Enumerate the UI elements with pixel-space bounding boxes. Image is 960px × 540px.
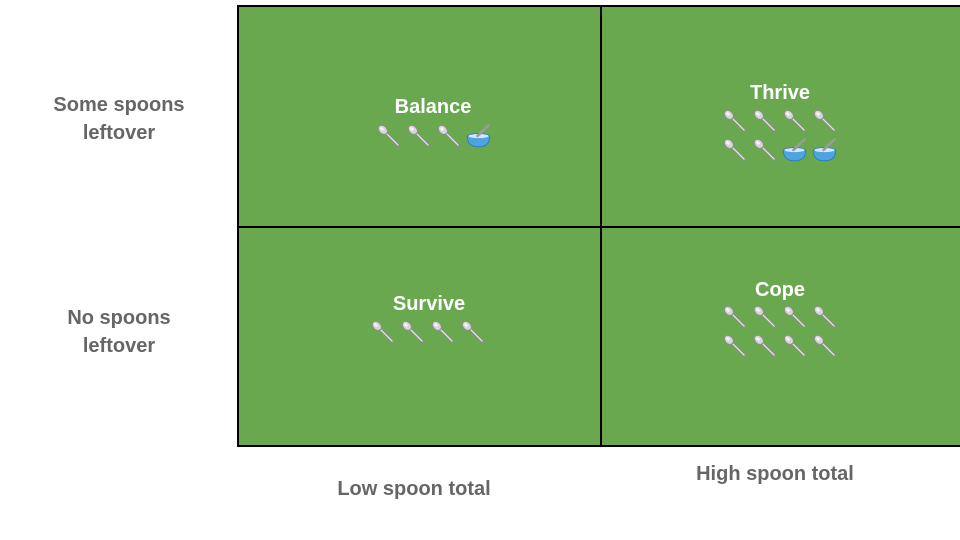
column-label-low-spoon-total: Low spoon total <box>337 478 491 500</box>
quadrant-grid: Balance Thrive Survive Cope <box>237 5 960 447</box>
bowl-icon <box>782 138 807 162</box>
spoon-icon <box>783 334 807 358</box>
quadrant-icons-thrive <box>721 107 838 163</box>
spoon-icon <box>813 334 837 358</box>
spoon-icon <box>753 305 777 329</box>
row-label-some-spoons-leftover: Some spoons leftover <box>53 94 185 144</box>
spoon-icon <box>723 138 747 162</box>
spoon-icon <box>783 305 807 329</box>
spoon-icon <box>753 109 777 133</box>
quadrant-title-survive: Survive <box>392 293 466 315</box>
spoon-icon <box>813 305 837 329</box>
bowl-icon <box>466 124 491 148</box>
spoon-icon <box>407 124 431 148</box>
row-label-no-spoons-leftover: No spoons leftover <box>67 307 171 357</box>
bowl-icon <box>812 138 837 162</box>
spoon-icon <box>753 334 777 358</box>
spoon-icon <box>437 124 461 148</box>
spoon-icon <box>431 320 455 344</box>
quadrant-title-cope: Cope <box>755 279 805 301</box>
quadrant-icons-survive <box>369 318 486 345</box>
spoon-icon <box>753 138 777 162</box>
spoon-icon <box>723 109 747 133</box>
spoon-icon <box>783 109 807 133</box>
spoon-icon <box>723 305 747 329</box>
column-label-high-spoon-total: High spoon total <box>696 463 854 485</box>
horizontal-divider <box>239 226 960 228</box>
spoon-icon <box>723 334 747 358</box>
spoon-icon <box>371 320 395 344</box>
spoon-icon <box>401 320 425 344</box>
quadrant-icons-cope <box>721 303 838 359</box>
spoon-icon <box>377 124 401 148</box>
quadrant-title-thrive: Thrive <box>749 82 811 104</box>
spoon-icon <box>813 109 837 133</box>
quadrant-icons-balance <box>375 122 492 149</box>
quadrant-title-balance: Balance <box>394 96 472 118</box>
spoon-icon <box>461 320 485 344</box>
